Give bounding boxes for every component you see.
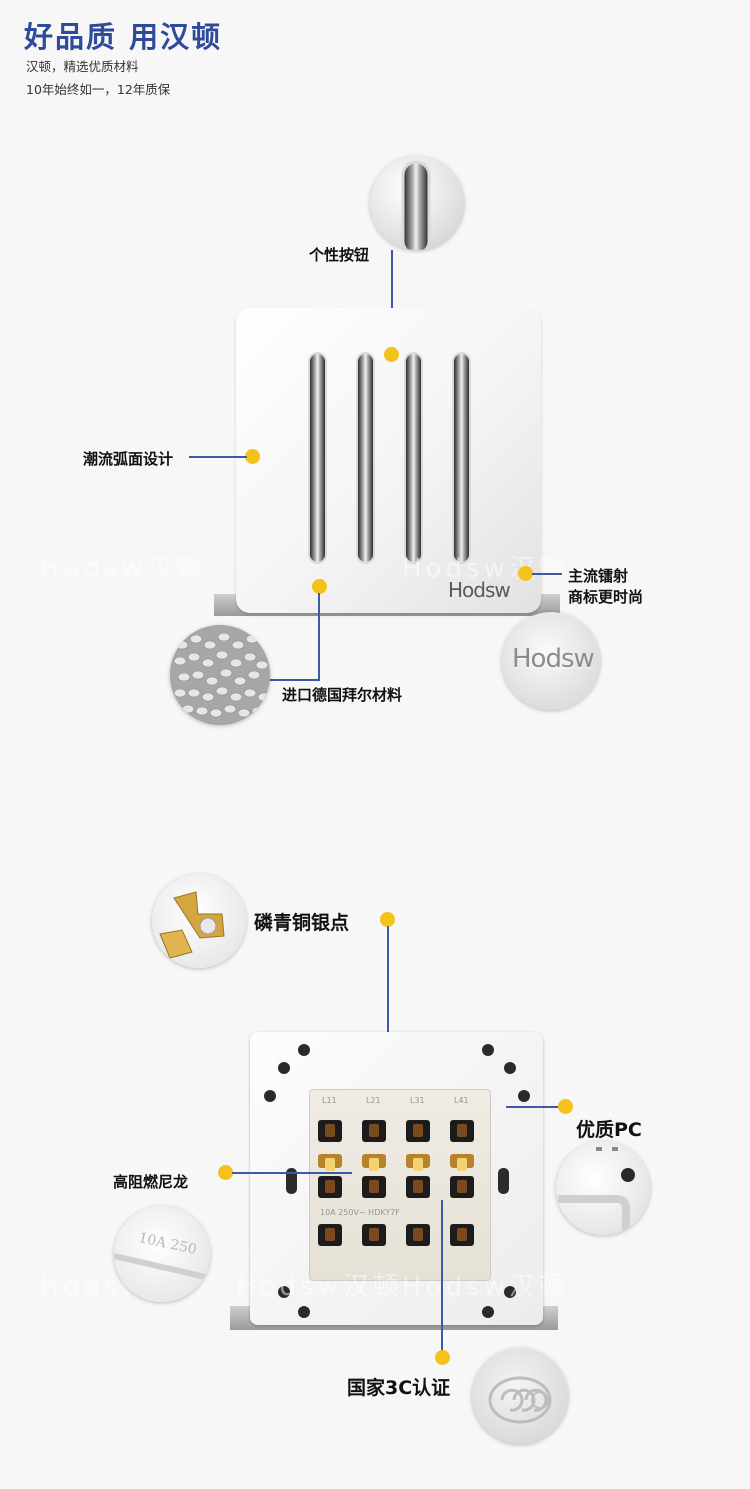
panel-brand-logo: Hodsw — [448, 578, 511, 602]
screw-top-left — [298, 1044, 310, 1056]
terminal-label-3: L31 — [410, 1096, 425, 1105]
contact-r2-c3 — [406, 1154, 430, 1171]
terminal-r1-c1 — [318, 1120, 342, 1142]
marker-3c — [435, 1350, 450, 1365]
terminal-r4-c2 — [362, 1224, 386, 1246]
subtitle-line-2: 10年始终如一，12年质保 — [26, 82, 171, 97]
screw-bottom-right — [482, 1306, 494, 1318]
callout-pc: 优质PC — [576, 1119, 642, 1141]
pellets-detail-image — [170, 625, 270, 725]
callout-surface: 潮流弧面设计 — [83, 450, 174, 468]
terminal-r4-c4 — [450, 1224, 474, 1246]
marker-material — [312, 579, 327, 594]
screw-top-right — [482, 1044, 494, 1056]
terminal-r4-c1 — [318, 1224, 342, 1246]
leader-line-material-h — [268, 679, 320, 681]
callout-contacts: 磷青铜银点 — [254, 912, 350, 934]
terminal-label-1: L11 — [322, 1096, 337, 1105]
nylon-detail-image: 10A 250 — [114, 1206, 210, 1302]
pc-detail-image — [556, 1141, 650, 1235]
ccc-mark-detail-image — [472, 1348, 568, 1444]
leader-line-button — [391, 250, 393, 354]
marker-nylon — [218, 1165, 233, 1180]
logo-detail-image: Hodsw — [502, 612, 600, 710]
page-title: 好品质 用汉顿 — [24, 20, 223, 54]
contacts-detail-image — [152, 874, 246, 968]
watermark-2: Hodsw汉顿 — [402, 554, 569, 584]
contact-r2-c1 — [318, 1154, 342, 1171]
callout-nylon: 高阻燃尼龙 — [113, 1173, 189, 1191]
terminal-r3-c3 — [406, 1176, 430, 1198]
marker-contacts — [380, 912, 395, 927]
contact-r2-c2 — [362, 1154, 386, 1171]
screw-right-lower — [504, 1286, 516, 1298]
terminal-r3-c2 — [362, 1176, 386, 1198]
rocker-2 — [358, 354, 373, 562]
screw-right-upper — [504, 1062, 516, 1074]
mount-slot-right — [498, 1168, 509, 1194]
callout-logo-line-1: 主流镭射 — [568, 567, 629, 585]
screw-bottom-left — [298, 1306, 310, 1318]
terminal-r1-c2 — [362, 1120, 386, 1142]
switch-panel-back: L11 L21 L31 L41 10A 250V~ HDKY7F — [250, 1032, 543, 1325]
mount-slot-left — [286, 1168, 297, 1194]
watermark-4: Hodsw汉顿 — [236, 1272, 403, 1302]
marker-button — [384, 347, 399, 362]
rocker-3 — [406, 354, 421, 562]
terminal-r1-c4 — [450, 1120, 474, 1142]
leader-line-contacts — [387, 926, 389, 1102]
leader-line-pc — [506, 1106, 564, 1108]
leader-line-nylon — [232, 1172, 352, 1174]
callout-logo-line-2: 商标更时尚 — [568, 588, 644, 606]
callout-button: 个性按钮 — [309, 246, 370, 264]
terminal-label-2: L21 — [366, 1096, 381, 1105]
screw-right-mid — [518, 1090, 530, 1102]
subtitle-line-1: 汉顿，精选优质材料 — [26, 59, 139, 74]
terminal-r3-c1 — [318, 1176, 342, 1198]
leader-line-3c — [441, 1200, 443, 1356]
rating-text: 10A 250V~ HDKY7F — [320, 1208, 400, 1217]
terminal-r3-c4 — [450, 1176, 474, 1198]
terminal-r4-c3 — [406, 1224, 430, 1246]
contact-r2-c4 — [450, 1154, 474, 1171]
marker-surface — [245, 449, 260, 464]
rocker-1 — [310, 354, 325, 562]
terminal-label-4: L41 — [454, 1096, 469, 1105]
screw-left-mid — [264, 1090, 276, 1102]
leader-line-material — [318, 593, 320, 681]
logo-detail-brand: Hodsw — [512, 644, 595, 674]
watermark-5: Hodsw汉顿 — [402, 1272, 569, 1302]
screw-left-upper — [278, 1062, 290, 1074]
ccc-logo-icon — [488, 1376, 552, 1424]
terminal-block: L11 L21 L31 L41 10A 250V~ HDKY7F — [310, 1090, 490, 1280]
button-detail-image — [370, 156, 464, 250]
marker-pc — [558, 1099, 573, 1114]
watermark-1: Hodsw汉顿 — [40, 554, 207, 584]
screw-left-lower — [278, 1286, 290, 1298]
rocker-4 — [454, 354, 469, 562]
leader-line-surface — [189, 456, 247, 458]
callout-3c: 国家3C认证 — [347, 1377, 451, 1399]
terminal-r1-c3 — [406, 1120, 430, 1142]
callout-material: 进口德国拜尔材料 — [282, 686, 403, 704]
leader-line-logo — [532, 573, 562, 575]
marker-logo — [518, 566, 533, 581]
